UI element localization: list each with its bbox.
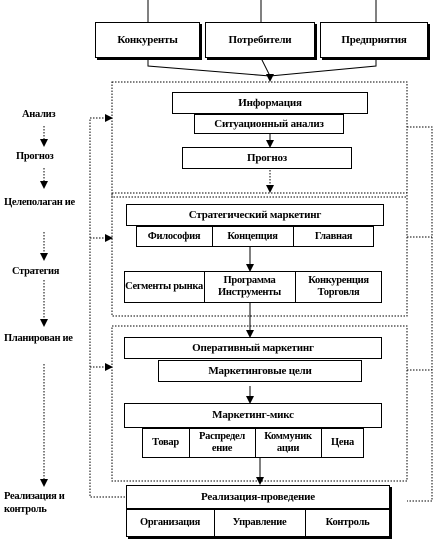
- mix-price: Цена: [321, 429, 363, 457]
- forecast-box: Прогноз: [182, 147, 352, 169]
- stage-strategy: Стратегия: [12, 266, 60, 277]
- implementation-management: Управление: [214, 510, 304, 536]
- strategic-market-segments: Сегменты рынка: [125, 272, 203, 302]
- stage-forecast: Прогноз: [16, 151, 54, 162]
- strategic-competition-trade: Конкуренция Торговля: [295, 272, 381, 302]
- stage-goal-setting: Целеполаган ие: [4, 197, 75, 208]
- marketing-goals-box: Маркетинговые цели: [158, 360, 362, 382]
- strategic-philosophy: Философия: [137, 227, 211, 246]
- mix-distribution: Распредел ение: [189, 429, 254, 457]
- stage-implementation-control: Реализация и контроль: [4, 491, 65, 515]
- implementation-organization: Организация: [127, 510, 213, 536]
- information-box: Информация: [172, 92, 368, 114]
- implementation-control: Контроль: [305, 510, 389, 536]
- mix-communications: Коммуник ации: [255, 429, 320, 457]
- mix-product: Товар: [143, 429, 188, 457]
- marketing-mix-title: Маркетинг-микс: [124, 403, 382, 428]
- source-competitors: Конкуренты: [95, 22, 200, 58]
- stage-planning: Планирован ие: [4, 333, 73, 344]
- situational-analysis-box: Ситуационный анализ: [194, 114, 344, 134]
- analysis-frame: [111, 81, 408, 198]
- operational-marketing-title: Оперативный маркетинг: [124, 337, 382, 359]
- strategic-program-tools: Программа Инструменты: [204, 272, 294, 302]
- stage-analysis: Анализ: [22, 109, 56, 120]
- strategic-concept: Концепция: [212, 227, 292, 246]
- source-consumers: Потребители: [205, 22, 315, 58]
- implementation-title: Реализация-проведение: [126, 485, 390, 509]
- strategic-main: Главная: [293, 227, 373, 246]
- source-enterprises: Предприятия: [320, 22, 428, 58]
- strategic-marketing-title: Стратегический маркетинг: [126, 204, 384, 226]
- strategic-frame: [111, 192, 408, 317]
